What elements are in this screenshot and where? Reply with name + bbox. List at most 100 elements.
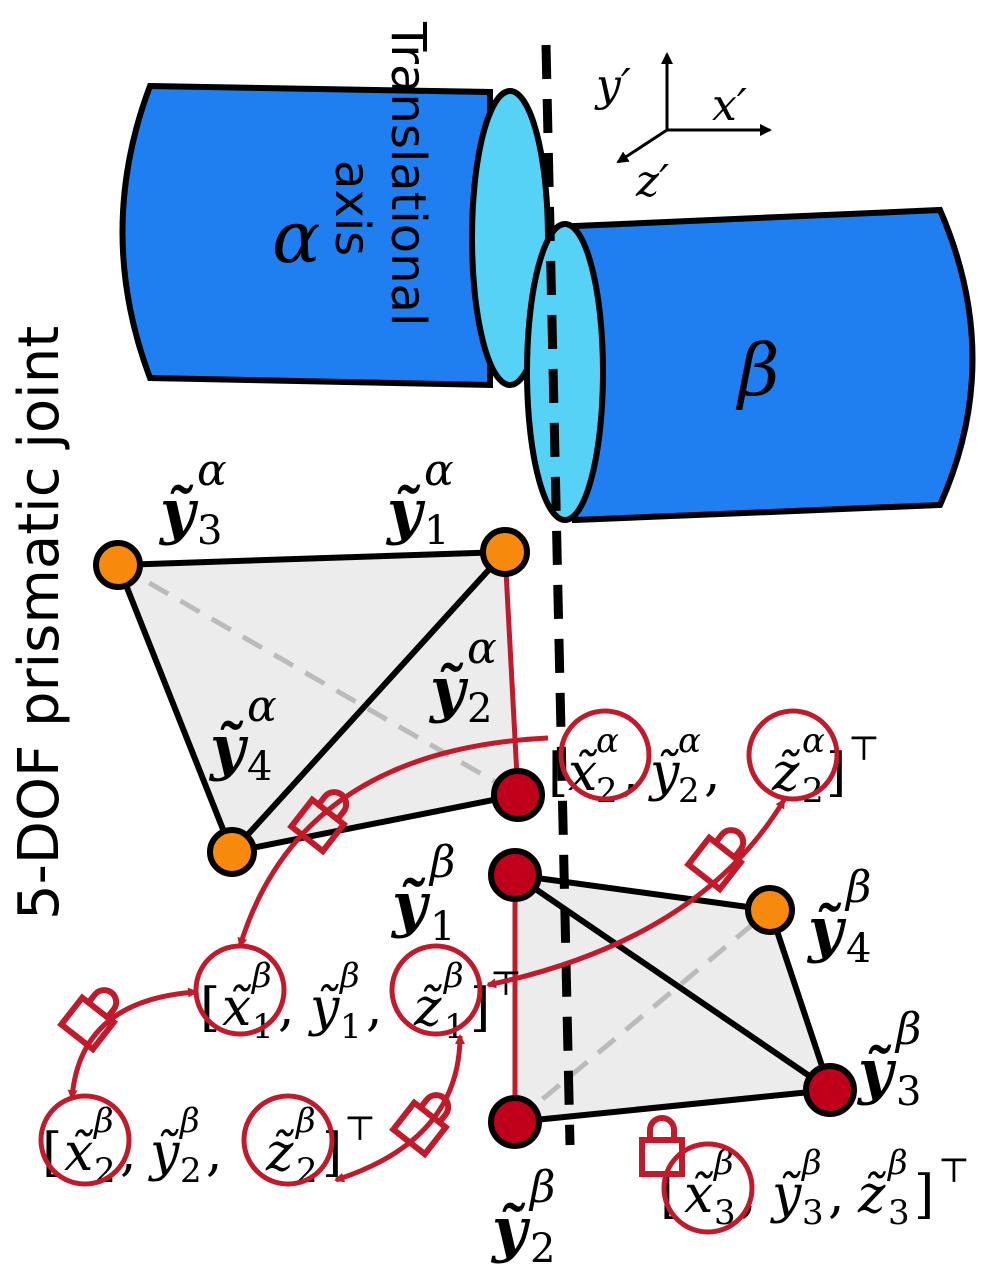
arrow-z1b-z2b (334, 1034, 465, 1183)
frame-z-label: z′ (635, 156, 669, 207)
node-beta-2 (488, 1095, 542, 1149)
svg-text:⊤: ⊤ (344, 1109, 376, 1149)
node-alpha-1 (480, 527, 530, 577)
svg-text:2: 2 (596, 771, 618, 811)
translational-axis-line (541, 44, 575, 1146)
node-alpha-3 (93, 540, 143, 590)
svg-text:,: , (704, 743, 721, 803)
svg-text:2: 2 (94, 1151, 116, 1191)
svg-text:1: 1 (430, 904, 455, 950)
frame-x-label: x′ (712, 80, 747, 131)
node-alpha-4 (207, 827, 257, 877)
svg-text:z̃: z̃ (265, 1123, 294, 1183)
svg-text:2: 2 (678, 771, 700, 811)
svg-text:β: β (886, 1143, 908, 1183)
arrow-z2a-z1b (486, 798, 787, 989)
svg-text:β: β (800, 1143, 822, 1183)
svg-text:,: , (828, 1165, 845, 1225)
vector-beta-3: [ x̃ 3 β , ỹ 3 β , z̃ 3 β ] ⊤ (660, 1141, 970, 1235)
svg-text:α: α (424, 445, 454, 496)
label-y1-beta: ỹ 1 β (390, 837, 455, 950)
svg-text:ỹ: ỹ (390, 870, 431, 940)
svg-text:2: 2 (180, 1151, 202, 1191)
svg-text:ỹ: ỹ (770, 1165, 802, 1225)
svg-text:4: 4 (247, 744, 272, 790)
node-alpha-2 (491, 768, 545, 822)
svg-text:x̃: x̃ (684, 1165, 714, 1225)
vector-beta-2: [ x̃ 2 β , ỹ 2 β , z̃ 2 β ] ⊤ (38, 1093, 376, 1191)
svg-text:ỹ: ỹ (148, 1123, 180, 1183)
svg-text:β: β (428, 837, 455, 888)
label-y3-alpha: ỹ 3 α (158, 445, 227, 554)
svg-text:α: α (802, 721, 825, 761)
vector-beta-1: [ x̃ 1 β , ỹ 1 β , z̃ 1 β ] ⊤ (193, 943, 522, 1047)
svg-text:α: α (678, 721, 701, 761)
svg-text:3: 3 (896, 1069, 921, 1115)
svg-text:3: 3 (888, 1193, 910, 1233)
node-beta-4 (745, 885, 795, 935)
svg-text:α: α (596, 721, 619, 761)
svg-text:β: β (844, 862, 871, 913)
svg-text:β: β (92, 1101, 114, 1141)
svg-text:ỹ: ỹ (158, 477, 199, 547)
svg-text:ỹ: ỹ (806, 895, 847, 965)
svg-text:β: β (712, 1143, 734, 1183)
svg-text:β: β (338, 956, 360, 996)
svg-text:β: β (442, 956, 464, 996)
svg-text:β: β (294, 1101, 316, 1141)
translational-axis-label-2: axis (324, 160, 380, 256)
svg-text:α: α (467, 623, 497, 674)
svg-text:α: α (197, 445, 227, 496)
svg-text:⊤: ⊤ (848, 729, 880, 769)
svg-text:3: 3 (714, 1193, 736, 1233)
svg-text:[: [ (200, 978, 220, 1038)
arrow-x1b-x2b (67, 987, 198, 1100)
coordinate-frame: y′ x′ z′ (594, 52, 772, 207)
tetrahedron-alpha (115, 549, 520, 855)
svg-text:β: β (528, 1162, 555, 1213)
svg-text:]: ] (470, 978, 490, 1038)
svg-text:β: β (178, 1101, 200, 1141)
svg-text:4: 4 (846, 926, 871, 972)
svg-text:⊤: ⊤ (938, 1151, 970, 1191)
svg-text:2: 2 (802, 771, 824, 811)
svg-text:3: 3 (197, 508, 222, 554)
label-y4-beta: ỹ 4 β (806, 862, 871, 972)
vector-alpha-2: [ x̃ 2 α , ỹ 2 α , z̃ 2 α ] ⊤ (548, 708, 880, 811)
constraint-edge-alpha (502, 551, 521, 796)
frame-y-label: y′ (594, 60, 631, 111)
svg-text:]: ] (914, 1165, 934, 1225)
arrow-x2a-x1b (237, 735, 549, 948)
svg-text:ỹ: ỹ (208, 713, 249, 783)
label-y4-alpha: ỹ 4 α (208, 681, 277, 790)
label-y2-alpha: ỹ 2 α (428, 623, 497, 732)
svg-text:3: 3 (802, 1193, 824, 1233)
svg-text:[: [ (42, 1123, 62, 1183)
svg-text:x̃: x̃ (64, 1123, 94, 1183)
svg-text:ỹ: ỹ (428, 655, 469, 725)
diagram-title: 5-DOF prismatic joint (7, 326, 72, 920)
svg-text:,: , (366, 978, 383, 1038)
label-y2-beta: ỹ 2 β (490, 1162, 555, 1272)
svg-text:1: 1 (424, 508, 449, 554)
label-y1-alpha: ỹ 1 α (385, 445, 454, 554)
label-y3-beta: ỹ 3 β (856, 1004, 921, 1115)
svg-text:2: 2 (467, 686, 492, 732)
translational-axis-label: Translational (380, 21, 436, 326)
svg-text:β: β (894, 1004, 921, 1055)
node-beta-3 (803, 1063, 857, 1117)
svg-text:ỹ: ỹ (385, 477, 426, 547)
constraint-arrows (67, 735, 787, 1183)
svg-text:ỹ: ỹ (856, 1037, 897, 1107)
svg-text:ỹ: ỹ (490, 1195, 531, 1265)
node-beta-1 (488, 848, 542, 902)
svg-text:,: , (206, 1123, 223, 1183)
svg-text:β: β (250, 956, 272, 996)
svg-text:2: 2 (530, 1226, 555, 1272)
svg-text:α: α (247, 681, 277, 732)
svg-text:x̃: x̃ (222, 978, 252, 1038)
svg-text:]: ] (826, 743, 846, 803)
body-beta-cylinder: β (524, 206, 976, 524)
body-alpha-label: α (272, 195, 321, 279)
